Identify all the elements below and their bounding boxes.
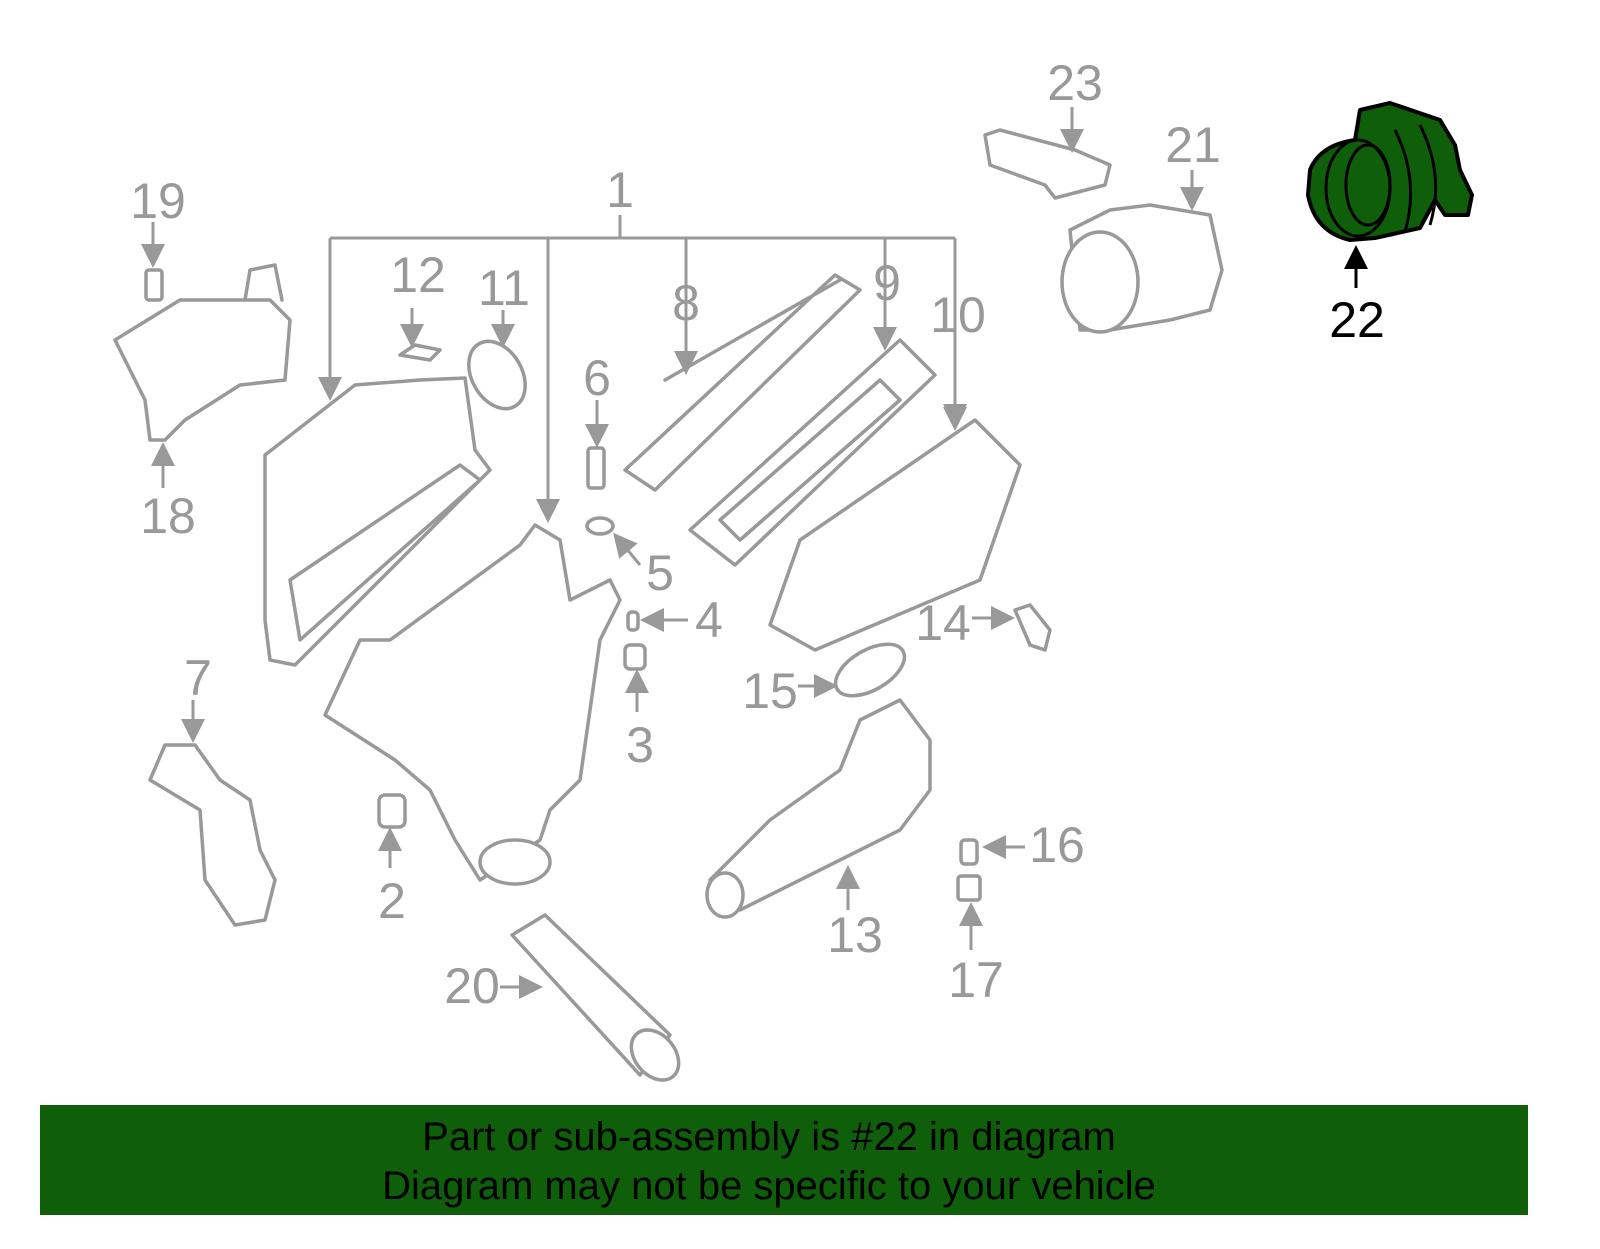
label-10: 10 [930, 287, 986, 343]
part-16-screw [959, 838, 979, 866]
part-7-bracket [148, 743, 277, 927]
part-9-filter [688, 338, 937, 567]
banner-line-1: Part or sub-assembly is #22 in diagram [422, 1115, 1116, 1159]
part-2-spacer [377, 793, 407, 829]
part-19-bolt [144, 268, 164, 302]
label-3: 3 [626, 717, 654, 773]
part-4-grommet [626, 610, 640, 632]
part-18-resonator [113, 263, 292, 442]
leader-arrows [141, 107, 1368, 999]
part-6-bolt [586, 446, 606, 490]
part-23-sensor [983, 128, 1112, 200]
part-21-mass-air-flow-sensor [1060, 203, 1224, 334]
label-11: 11 [478, 260, 530, 316]
part-20-tube [510, 913, 681, 1082]
part-22-intake-boot-highlighted[interactable] [1306, 101, 1474, 242]
info-banner: Part or sub-assembly is #22 in diagram D… [40, 1105, 1528, 1215]
label-13: 13 [827, 907, 883, 963]
part-17-nut [956, 874, 982, 902]
label-14: 14 [915, 595, 971, 651]
label-6: 6 [583, 350, 611, 406]
label-20: 20 [444, 958, 500, 1014]
air-box-upper [263, 376, 492, 667]
label-2: 2 [378, 873, 406, 929]
label-7: 7 [184, 650, 212, 706]
part-12-clip [398, 343, 442, 362]
label-18: 18 [140, 488, 196, 544]
part-3-bushing [623, 643, 647, 671]
label-12: 12 [390, 247, 446, 303]
part-11-seal [467, 339, 527, 411]
label-16: 16 [1029, 817, 1085, 873]
part-14-clip [1013, 603, 1052, 652]
label-9: 9 [873, 255, 901, 311]
part-10-filter-housing [768, 418, 1022, 652]
label-17: 17 [948, 952, 1004, 1008]
label-4: 4 [695, 592, 723, 648]
label-1: 1 [606, 162, 634, 218]
label-23: 23 [1047, 55, 1103, 111]
air-box-lower [323, 523, 622, 886]
part-8-filter [623, 273, 862, 492]
label-15: 15 [742, 663, 798, 719]
part-15-clamp [833, 642, 907, 698]
label-5: 5 [646, 545, 674, 601]
part-5-washer [585, 516, 615, 536]
label-19: 19 [130, 173, 186, 229]
part-1-bracket [318, 215, 955, 523]
label-22-highlighted: 22 [1329, 292, 1385, 348]
label-8: 8 [672, 275, 700, 331]
part-13-duct [705, 698, 932, 919]
banner-line-2: Diagram may not be specific to your vehi… [382, 1164, 1156, 1208]
label-21: 21 [1165, 117, 1221, 173]
